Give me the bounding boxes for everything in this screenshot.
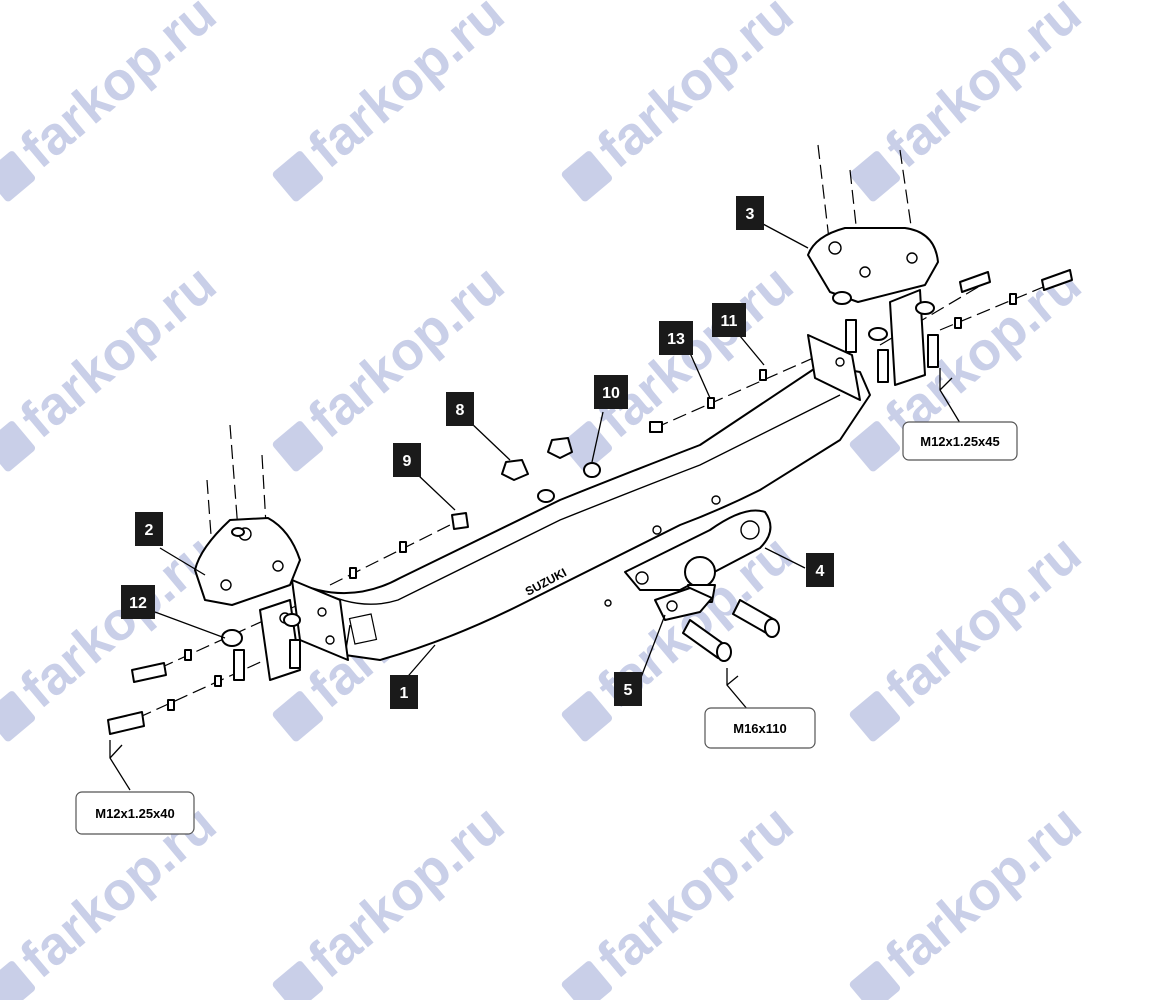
callout-3: 3 [736, 196, 764, 230]
callout-11-label: 11 [721, 313, 738, 330]
right-bracket [807, 227, 939, 386]
callout-9-label: 9 [403, 453, 412, 470]
watermark-car-icon [0, 961, 36, 1000]
watermark-text: farkop.ru [297, 793, 515, 989]
callout-4: 4 [806, 553, 834, 587]
watermark-3: farkop.ru [849, 0, 1092, 202]
callout-8: 8 [446, 392, 474, 426]
callout-4-label: 4 [816, 563, 825, 580]
callout-12-label: 12 [129, 595, 147, 612]
watermark-car-icon [561, 961, 613, 1000]
callout-1: 1 [390, 675, 418, 709]
watermark-car-icon [272, 961, 324, 1000]
watermark-5: farkop.ru [272, 253, 515, 472]
watermark-car-icon [849, 691, 901, 742]
spec-left-bolt-text: M12x1.25x40 [95, 806, 175, 821]
watermark-car-icon [272, 151, 324, 202]
watermark-text: farkop.ru [297, 0, 515, 180]
main-crossbar: SUZUKI [291, 334, 871, 661]
watermark-car-icon [272, 691, 324, 742]
watermark-14: farkop.ru [561, 793, 804, 1000]
watermark-car-icon [849, 151, 901, 202]
watermark-car-icon [849, 961, 901, 1000]
watermark-text: farkop.ru [874, 0, 1092, 180]
watermark-8: farkop.ru [0, 523, 227, 742]
callout-11: 11 [712, 303, 746, 337]
callout-10-label: 10 [602, 385, 620, 402]
watermark-11: farkop.ru [849, 523, 1092, 742]
watermark-13: farkop.ru [272, 793, 515, 1000]
callout-13-label: 13 [667, 331, 685, 348]
left-bracket [194, 517, 301, 681]
watermark-car-icon [561, 151, 613, 202]
watermark-car-icon [0, 151, 36, 202]
watermark-car-icon [561, 421, 613, 472]
watermark-text: farkop.ru [874, 793, 1092, 989]
spec-ball-bolt-text: M16x110 [733, 721, 787, 736]
watermark-text: farkop.ru [9, 253, 227, 449]
callout-5: 5 [614, 672, 642, 706]
callout-12: 12 [121, 585, 155, 619]
watermark-1: farkop.ru [272, 0, 515, 202]
callouts: 1 2 3 4 5 8 9 10 [121, 196, 834, 709]
callout-13: 13 [659, 321, 693, 355]
watermark-4: farkop.ru [0, 253, 227, 472]
watermark-car-icon [272, 421, 324, 472]
bolts [107, 269, 1073, 735]
spec-left-bolt: M12x1.25x40 [75, 791, 195, 835]
watermark-text: farkop.ru [297, 253, 515, 449]
watermark-15: farkop.ru [849, 793, 1092, 1000]
callout-1-label: 1 [400, 685, 409, 702]
callout-10: 10 [594, 375, 628, 409]
watermark-car-icon [849, 421, 901, 472]
callout-9: 9 [393, 443, 421, 477]
callout-5-label: 5 [624, 682, 633, 699]
watermark-0: farkop.ru [0, 0, 227, 202]
watermark-car-icon [0, 691, 36, 742]
callout-8-label: 8 [456, 402, 465, 419]
callout-2: 2 [135, 512, 163, 546]
watermark-text: farkop.ru [9, 0, 227, 180]
spec-right-bolt: M12x1.25x45 [902, 421, 1018, 461]
callout-leaders [109, 223, 961, 791]
nuts-washers [167, 291, 1017, 711]
watermark-car-icon [0, 421, 36, 472]
socket-plate [654, 587, 713, 621]
callout-3-label: 3 [746, 206, 755, 223]
watermark-text: farkop.ru [586, 0, 804, 180]
watermark-text: farkop.ru [874, 523, 1092, 719]
watermark-text: farkop.ru [9, 523, 227, 719]
watermark-car-icon [561, 691, 613, 742]
watermark-2: farkop.ru [561, 0, 804, 202]
spec-labels: M12x1.25x40 M12x1.25x45 M16x110 [75, 421, 1018, 835]
watermark-text: farkop.ru [586, 793, 804, 989]
callout-2-label: 2 [145, 522, 154, 539]
spec-right-bolt-text: M12x1.25x45 [920, 434, 1000, 449]
spec-ball-bolt: M16x110 [704, 707, 816, 749]
